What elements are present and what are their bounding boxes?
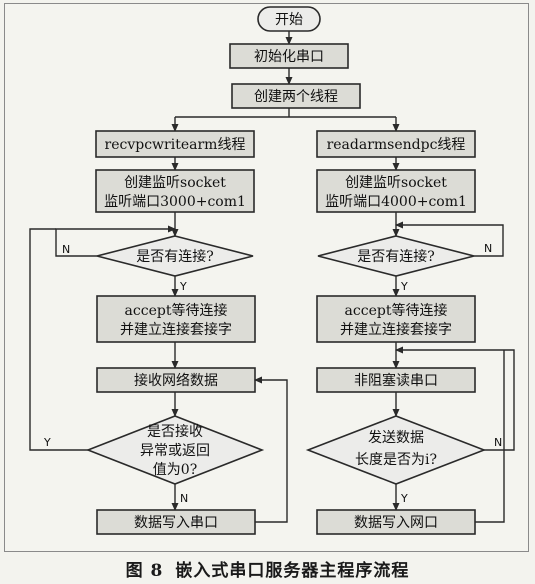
right-read-box	[316, 367, 476, 393]
left-conn-yes-label: Y	[179, 280, 187, 293]
left-check-yes-loop	[29, 228, 88, 451]
left-accept-line1: accept等待连接	[125, 302, 228, 319]
start-label: 开始	[275, 12, 303, 28]
figure-caption: 图 8 嵌入式串口服务器主程序流程	[0, 556, 535, 581]
right-check-no-label: N	[494, 436, 502, 449]
left-socket-line2: 监听端口3000+com1	[104, 194, 246, 210]
create-threads-box	[231, 83, 361, 109]
right-check-line2: 长度是否为i?	[355, 452, 437, 468]
left-write-loop	[254, 376, 288, 523]
right-conn-yes-label: Y	[400, 280, 408, 293]
right-read-label: 非阻塞读串口	[354, 372, 438, 389]
left-thread-label: recvpcwritearm线程	[105, 137, 246, 153]
left-check-line1: 是否接收	[147, 423, 203, 440]
left-conn-label: 是否有连接?	[136, 248, 214, 265]
flowchart: 开始 初始化串口 创建两个线程 recvpcwritearm线程 创建监听soc…	[29, 6, 515, 535]
right-conn-no-loop	[395, 221, 504, 257]
right-check-yes-label: Y	[400, 492, 408, 505]
left-socket-box	[95, 169, 255, 213]
right-socket-box	[316, 169, 476, 213]
create-threads-label: 创建两个线程	[254, 89, 338, 105]
right-write-box	[316, 509, 476, 535]
right-accept-line1: accept等待连接	[345, 302, 448, 319]
left-socket-line1: 创建监听socket	[124, 175, 226, 191]
left-check-yes-label: Y	[43, 436, 51, 449]
right-write-label: 数据写入网口	[354, 515, 438, 531]
right-accept-box	[316, 295, 476, 343]
right-socket-line1: 创建监听socket	[345, 175, 447, 191]
left-receive-box	[96, 367, 256, 393]
right-socket-line2: 监听端口4000+com1	[325, 194, 467, 210]
right-thread-label: readarmsendpc线程	[327, 137, 466, 153]
right-check-decision	[305, 415, 487, 485]
right-conn-no-label: N	[484, 242, 492, 255]
left-check-no-label: N	[180, 492, 188, 505]
right-write-loop	[475, 350, 505, 523]
left-receive-label: 接收网络数据	[134, 372, 218, 389]
right-conn-label: 是否有连接?	[357, 248, 435, 265]
left-accept-line2: 并建立连接套接字	[120, 321, 232, 338]
caption-figure-number: 图 8	[125, 561, 164, 581]
left-write-box	[96, 509, 256, 535]
right-check-no-loop	[395, 346, 515, 451]
caption-title: 嵌入式串口服务器主程序流程	[175, 561, 410, 581]
left-check-line2: 异常或返回	[140, 443, 210, 459]
right-check-line1: 发送数据	[368, 430, 424, 446]
right-accept-line2: 并建立连接套接字	[340, 321, 452, 338]
init-serial-label: 初始化串口	[254, 48, 324, 65]
left-write-label: 数据写入串口	[134, 515, 218, 531]
left-conn-no-loop	[55, 225, 176, 257]
left-check-line3: 值为0?	[153, 462, 197, 478]
left-conn-no-label: N	[62, 243, 70, 256]
left-accept-box	[96, 295, 256, 343]
